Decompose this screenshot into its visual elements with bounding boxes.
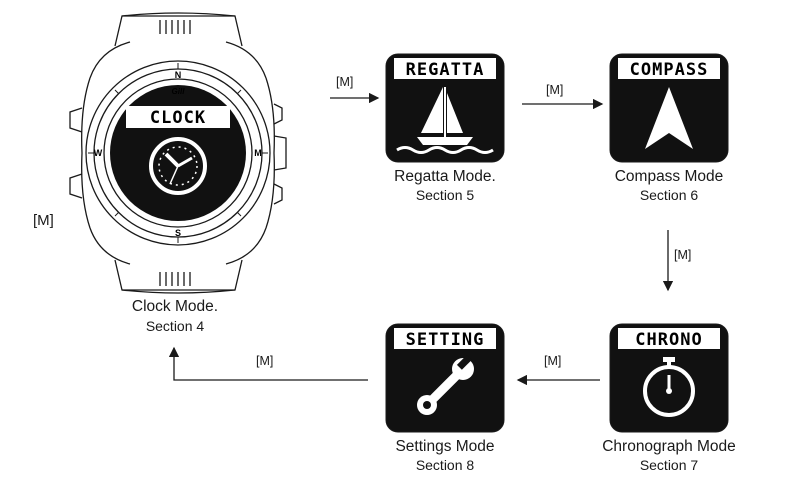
clock-face-icon (149, 137, 207, 195)
strap-grooves-top (159, 20, 191, 34)
strap-grooves-bottom (159, 272, 191, 286)
wrench-icon (417, 354, 474, 415)
clock-screen-title: CLOCK (150, 108, 206, 128)
settings-mode-section: Section 8 (415, 457, 475, 473)
chronograph-mode-label: Chronograph Mode (602, 438, 736, 455)
compass-mode-label: Compass Mode (614, 168, 724, 185)
regatta-screen-title: REGATTA (406, 60, 485, 80)
stopwatch-icon (643, 357, 695, 417)
arrow-label-settings-to-clock: [M] (256, 354, 274, 368)
compass-screen: COMPASS (609, 53, 729, 168)
compass-mode-section: Section 6 (639, 187, 699, 203)
settings-screen-title: SETTING (406, 330, 485, 350)
settings-screen: SETTING (385, 323, 505, 438)
regatta-mode-section: Section 5 (415, 187, 475, 203)
bezel-ticks (88, 63, 268, 243)
settings-mode-label: Settings Mode (395, 438, 495, 455)
chronograph-screen: CHRONO (609, 323, 729, 438)
chronograph-screen-title: CHRONO (635, 330, 702, 350)
compass-screen-title: COMPASS (630, 60, 709, 80)
chronograph-mode-section: Section 7 (639, 457, 699, 473)
watch-illustration: CLOCK N S W M Gill (69, 12, 287, 294)
regatta-screen: REGATTA (385, 53, 505, 168)
arrow-label-regatta-to-compass: [M] (546, 83, 564, 97)
brand-logo: Gill (172, 87, 186, 96)
bezel-mode-button-label: M (254, 148, 262, 158)
regatta-mode-label: Regatta Mode. (394, 168, 496, 185)
clock-mode-section: Section 4 (145, 318, 205, 334)
clock-mode-label: Clock Mode. (131, 298, 219, 315)
sailboat-icon (417, 87, 473, 145)
waves-icon (396, 146, 494, 154)
bezel-south-label: S (175, 228, 181, 238)
compass-arrow-icon (645, 87, 693, 149)
side-m-key-label: [M] (33, 212, 54, 229)
arrow-label-compass-to-chrono: [M] (674, 248, 692, 262)
arrow-settings-to-clock (168, 346, 368, 381)
arrow-label-chrono-to-settings: [M] (544, 354, 562, 368)
arrow-label-clock-to-regatta: [M] (336, 75, 354, 89)
bezel-west-label: W (94, 148, 103, 158)
bezel-north-label: N (175, 70, 182, 80)
